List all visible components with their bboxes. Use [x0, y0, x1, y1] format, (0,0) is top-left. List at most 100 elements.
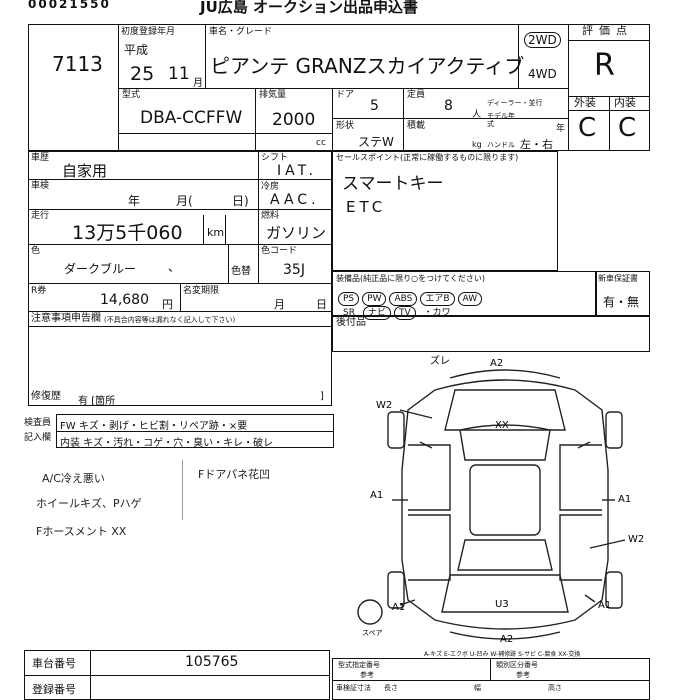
- equip-sr: SR: [343, 308, 355, 318]
- form-serial: 00021550: [28, 0, 111, 11]
- color-label: 色: [31, 246, 41, 256]
- notes-sub: (不具合内容等は漏れなく記入して下さい): [104, 316, 236, 324]
- form-title: JU広島 オークション出品申込書: [200, 0, 418, 16]
- length-label: 車検証寸法: [336, 684, 371, 692]
- car-damage-diagram: ズレ A2 W2 XX A1 A1 W2 A1 U3 A1 A2 スペア: [357, 354, 644, 645]
- handle-value: 左・右: [520, 138, 553, 151]
- shift-value: IAT.: [277, 163, 317, 179]
- displacement-value: 2000: [272, 110, 316, 130]
- model-label: 型式: [122, 90, 141, 100]
- history-label: 車歴: [31, 153, 50, 163]
- handwritten-note-right: Fドアパネ花凹: [198, 468, 271, 481]
- registration-label: 初度登録年月: [121, 27, 176, 37]
- exterior-label: 外装: [574, 96, 596, 109]
- after-items-box: [332, 316, 650, 352]
- body-label: 形状: [336, 121, 355, 131]
- mark-w2-left: W2: [376, 400, 392, 411]
- chassis-value: 105765: [185, 654, 239, 670]
- color-value: ダークブルー: [64, 262, 137, 276]
- ac-label: 冷房: [261, 182, 280, 192]
- car-name-value: ピアンテ GRANZスカイアクティブ: [210, 54, 525, 78]
- fuel-label: 燃料: [261, 211, 280, 221]
- class-ref: 参考: [516, 671, 530, 679]
- handwritten-note-3: Fホースメント XX: [36, 525, 127, 538]
- interior-label: 内装: [614, 96, 636, 109]
- mark-xx: XX: [495, 420, 509, 431]
- new-warranty-label: 新車保証書: [598, 274, 638, 283]
- recycle-label: R券: [31, 286, 47, 296]
- handwritten-note-2: ホイールキズ、Pハゲ: [36, 497, 142, 510]
- mark-a2-top: A2: [490, 358, 503, 369]
- score-label: 評価点: [582, 24, 633, 37]
- registration-year: 25: [130, 63, 155, 85]
- equipment-label: 装備品(純正品に限り○をつけてください): [336, 274, 485, 283]
- year-model-label: モデル年式: [487, 112, 515, 128]
- ac-value: AAC.: [270, 192, 320, 208]
- handwritten-note-1: A/C冷え悪い: [42, 472, 105, 485]
- doors-label: ドア: [336, 90, 355, 100]
- drive-2wd: 2WD: [524, 32, 561, 48]
- cert-label: 型式指定番号: [338, 661, 380, 669]
- chassis-label: 車台番号: [32, 657, 76, 670]
- width-field: 幅: [474, 684, 481, 692]
- height-field: 高さ: [548, 684, 562, 692]
- model-value: DBA-CCFFW: [140, 108, 243, 128]
- inspection-year-unit: 年: [128, 194, 141, 208]
- damage-legend: A-キズ E-エクボ U-凹み W-補修跡 S-サビ C-腐食 XX-交換: [424, 651, 581, 658]
- equip-ps: PS: [338, 292, 360, 306]
- selling-point-2: ETC: [346, 198, 387, 216]
- interior-score: C: [618, 113, 637, 143]
- registration-era: 平成: [124, 43, 149, 57]
- length-field: 長さ: [384, 684, 398, 692]
- history-value: 自家用: [62, 162, 108, 180]
- capacity-label: 定員: [407, 90, 426, 100]
- body-value: ステW: [358, 135, 394, 149]
- equip-leather: ・カワ: [423, 308, 451, 318]
- mileage-unit: km: [207, 226, 225, 239]
- year-model-unit: 年: [556, 124, 566, 134]
- equip-airbag: エアB: [420, 292, 455, 306]
- inspector-label-1: 検査員: [24, 418, 52, 428]
- inspector-row-2: 内装 キズ・汚れ・コゲ・穴・臭い・キレ・破レ: [60, 438, 274, 449]
- lot-number: 7113: [52, 52, 103, 76]
- mark-a2-bottom: A2: [500, 634, 513, 645]
- capacity-unit: 人: [472, 110, 482, 120]
- mark-u3: U3: [495, 599, 509, 610]
- doors-value: 5: [370, 98, 379, 114]
- score-value: R: [594, 48, 615, 83]
- equip-tv: TV: [393, 306, 416, 320]
- name-change-label: 名変期限: [183, 286, 220, 296]
- top-block: [28, 24, 650, 151]
- new-warranty-value: 有・無: [603, 295, 640, 309]
- selling-points-box: [332, 151, 558, 271]
- detail-block: [28, 151, 332, 406]
- mark-a1-bottom-right: A1: [598, 600, 611, 611]
- equipment-box: [332, 271, 596, 316]
- mileage-label: 走行: [31, 211, 50, 221]
- handle-label: ハンドル: [487, 141, 515, 149]
- mark-spare-top: ズレ: [430, 354, 450, 367]
- color-swap-label: 色替: [231, 266, 251, 277]
- mileage-value: 13万5千060: [72, 222, 183, 244]
- color-code-label: 色コード: [261, 246, 298, 256]
- capacity-value: 8: [444, 98, 453, 114]
- inspection-day-unit: 日): [232, 194, 249, 208]
- selling-points-label: セールスポイント(正常に稼働するものに限ります): [336, 153, 519, 162]
- displacement-label: 排気量: [259, 90, 287, 100]
- class-label: 類別区分番号: [496, 661, 538, 669]
- recycle-value: 14,680: [100, 292, 149, 308]
- mark-a1-left: A1: [370, 490, 383, 501]
- mark-a1-bottom-left: A1: [392, 602, 405, 613]
- name-change-day: 日: [316, 298, 327, 311]
- color-code-value: 35J: [283, 262, 305, 278]
- mark-w2-right: W2: [628, 534, 644, 545]
- inspection-month-unit: 月(: [176, 194, 193, 208]
- equip-abs: ABS: [389, 292, 418, 306]
- repair-value: 有 [箇所: [78, 396, 116, 407]
- after-items-label: 後付品: [336, 317, 366, 328]
- load-unit: kg: [472, 140, 482, 149]
- car-name-label: 車名・グレード: [209, 27, 273, 37]
- recycle-unit: 円: [162, 298, 173, 311]
